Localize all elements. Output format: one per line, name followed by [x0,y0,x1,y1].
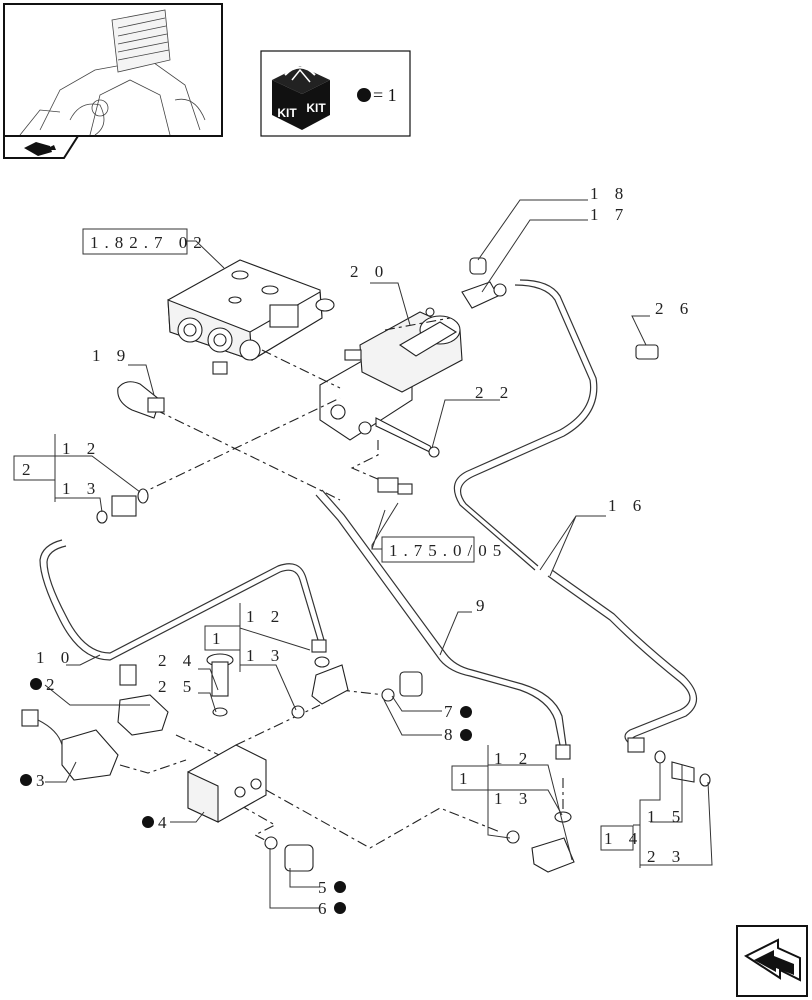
pipe-9 [315,489,567,746]
label-15: 1 5 [647,807,686,826]
part-26-plug [635,344,659,360]
part-3-sensor [21,709,119,781]
part-2-solenoid-coil [117,664,169,736]
label-26: 2 6 [655,299,694,318]
label-19: 1 9 [92,346,131,365]
label-10: 1 0 [36,648,75,667]
label-2: 2 [46,675,61,694]
label-13-left: 1 3 [62,479,101,498]
ref-text-1-82: 1.82.7 02 [90,233,208,252]
label-4: 4 [158,813,173,832]
label-8: 8 [444,725,459,744]
kit-dot-7-icon [460,706,472,718]
pipe-10 [39,539,325,661]
kit-text-left: KIT [277,106,297,120]
solenoid-valve [319,307,463,441]
leader-lines [44,199,713,909]
part-4-manifold-block [187,744,267,823]
ref-text-1-75: 1.75.0/05 [389,541,507,560]
label-25: 2 5 [158,677,197,696]
ref-box-1-82[interactable]: 1.82.7 02 [82,228,208,255]
next-page-button[interactable] [736,925,808,997]
label-18: 1 8 [590,184,629,203]
group-box-1-middle[interactable]: 1 [204,625,241,651]
part-5-6-plug [264,836,314,872]
group-box-14-text: 1 4 [604,829,643,848]
fitting-15-23 [627,737,711,787]
group-box-14[interactable]: 1 4 [600,825,643,851]
fitting-12-13-left [96,488,149,524]
label-5: 5 [318,878,333,897]
part-19-plug [117,381,165,419]
label-3: 3 [36,771,51,790]
kit-equals-text: = 1 [373,85,397,105]
control-valve-block [167,259,335,375]
part-24-bolt [206,653,234,717]
label-9: 9 [476,596,491,615]
pipe-16 [453,279,698,749]
label-23: 2 3 [647,847,686,866]
kit-dot-5-icon [334,881,346,893]
label-13-middle: 1 3 [246,646,285,665]
part-7-plug [381,671,423,702]
thumbnail-inset[interactable] [3,3,223,159]
label-24: 2 4 [158,651,197,670]
part-17-tee [461,281,507,309]
pressure-switch [377,477,413,495]
book-icon [24,142,56,156]
kit-dot-8-icon [460,729,472,741]
part-22-bolt [375,417,440,458]
next-arrow-icon [743,938,801,982]
label-17: 1 7 [590,205,629,224]
group-box-2[interactable]: 2 [13,455,56,481]
label-12-left: 1 2 [62,439,101,458]
fitting-12-13-right [506,744,575,873]
kit-dot-3-icon [20,774,32,786]
kit-text-right: KIT [306,101,326,115]
fitting-12-13-middle [291,639,349,719]
ref-box-1-75[interactable]: 1.75.0/05 [381,536,507,563]
part-18-cap [469,257,487,275]
label-6: 6 [318,899,333,918]
label-12-middle: 1 2 [246,607,285,626]
label-20: 2 0 [350,262,389,281]
group-box-1-right[interactable]: 1 [451,765,489,791]
kit-legend-box: KIT KIT = 1 [260,50,411,137]
kit-dot-icon [357,88,371,102]
kit-dot-2-icon [30,678,42,690]
group-box-1-middle-text: 1 [212,629,227,648]
label-13-right: 1 3 [494,789,533,808]
label-7: 7 [444,702,459,721]
group-box-1-right-text: 1 [459,769,474,788]
kit-dot-6-icon [334,902,346,914]
label-16: 1 6 [608,496,647,515]
label-22: 2 2 [475,383,514,402]
label-12-right: 1 2 [494,749,533,768]
kit-dot-4-icon [142,816,154,828]
kit-cube-icon: KIT KIT [272,66,330,130]
group-box-2-text: 2 [22,460,37,479]
